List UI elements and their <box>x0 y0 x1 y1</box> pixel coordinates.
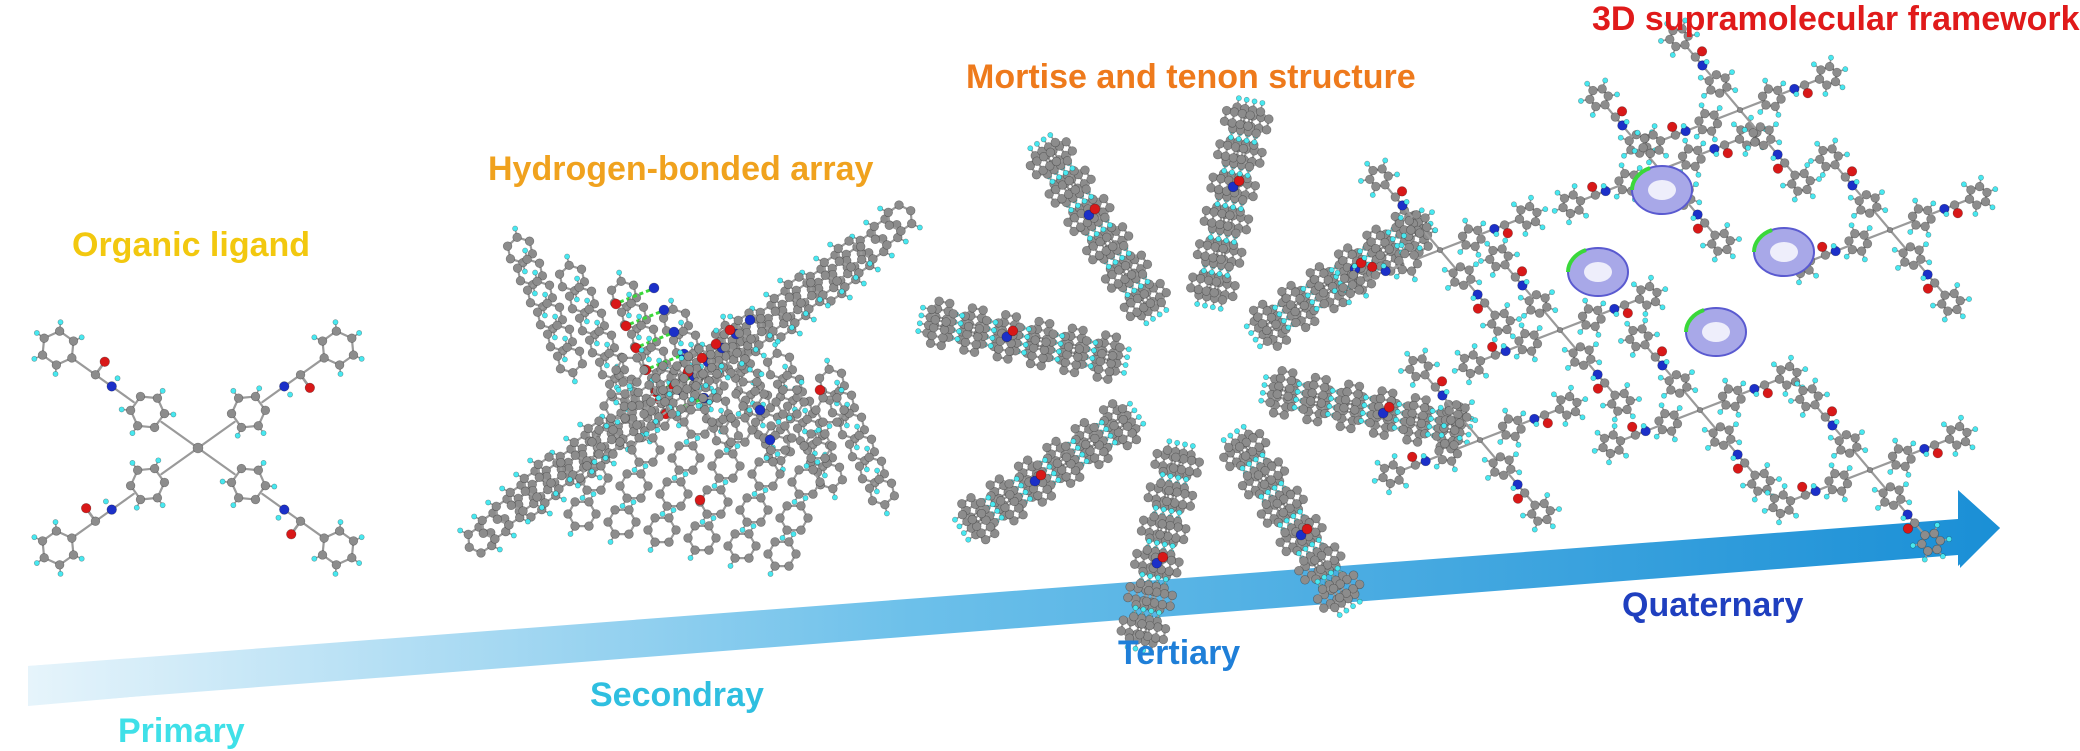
level-label-primary: Primary <box>118 712 245 751</box>
stage-title-hydrogen-bonded-array: Hydrogen-bonded array <box>488 150 873 189</box>
supramolecular-framework-structure <box>1332 18 1998 562</box>
stage-title-supramolecular-framework: 3D supramolecular framework <box>1592 0 2080 39</box>
stage-title-mortise-tenon: Mortise and tenon structure <box>966 58 1416 97</box>
level-label-tertiary: Tertiary <box>1118 634 1240 673</box>
stage-title-organic-ligand: Organic ligand <box>72 226 310 265</box>
figure-canvas: Organic ligand Hydrogen-bonded array Mor… <box>0 0 2010 750</box>
figure-artwork <box>0 0 2010 750</box>
hydrogen-bonded-array-structure <box>458 201 923 577</box>
level-label-secondray: Secondray <box>590 676 764 715</box>
organic-ligand-molecule <box>32 320 365 577</box>
level-label-quaternary: Quaternary <box>1622 586 1803 625</box>
